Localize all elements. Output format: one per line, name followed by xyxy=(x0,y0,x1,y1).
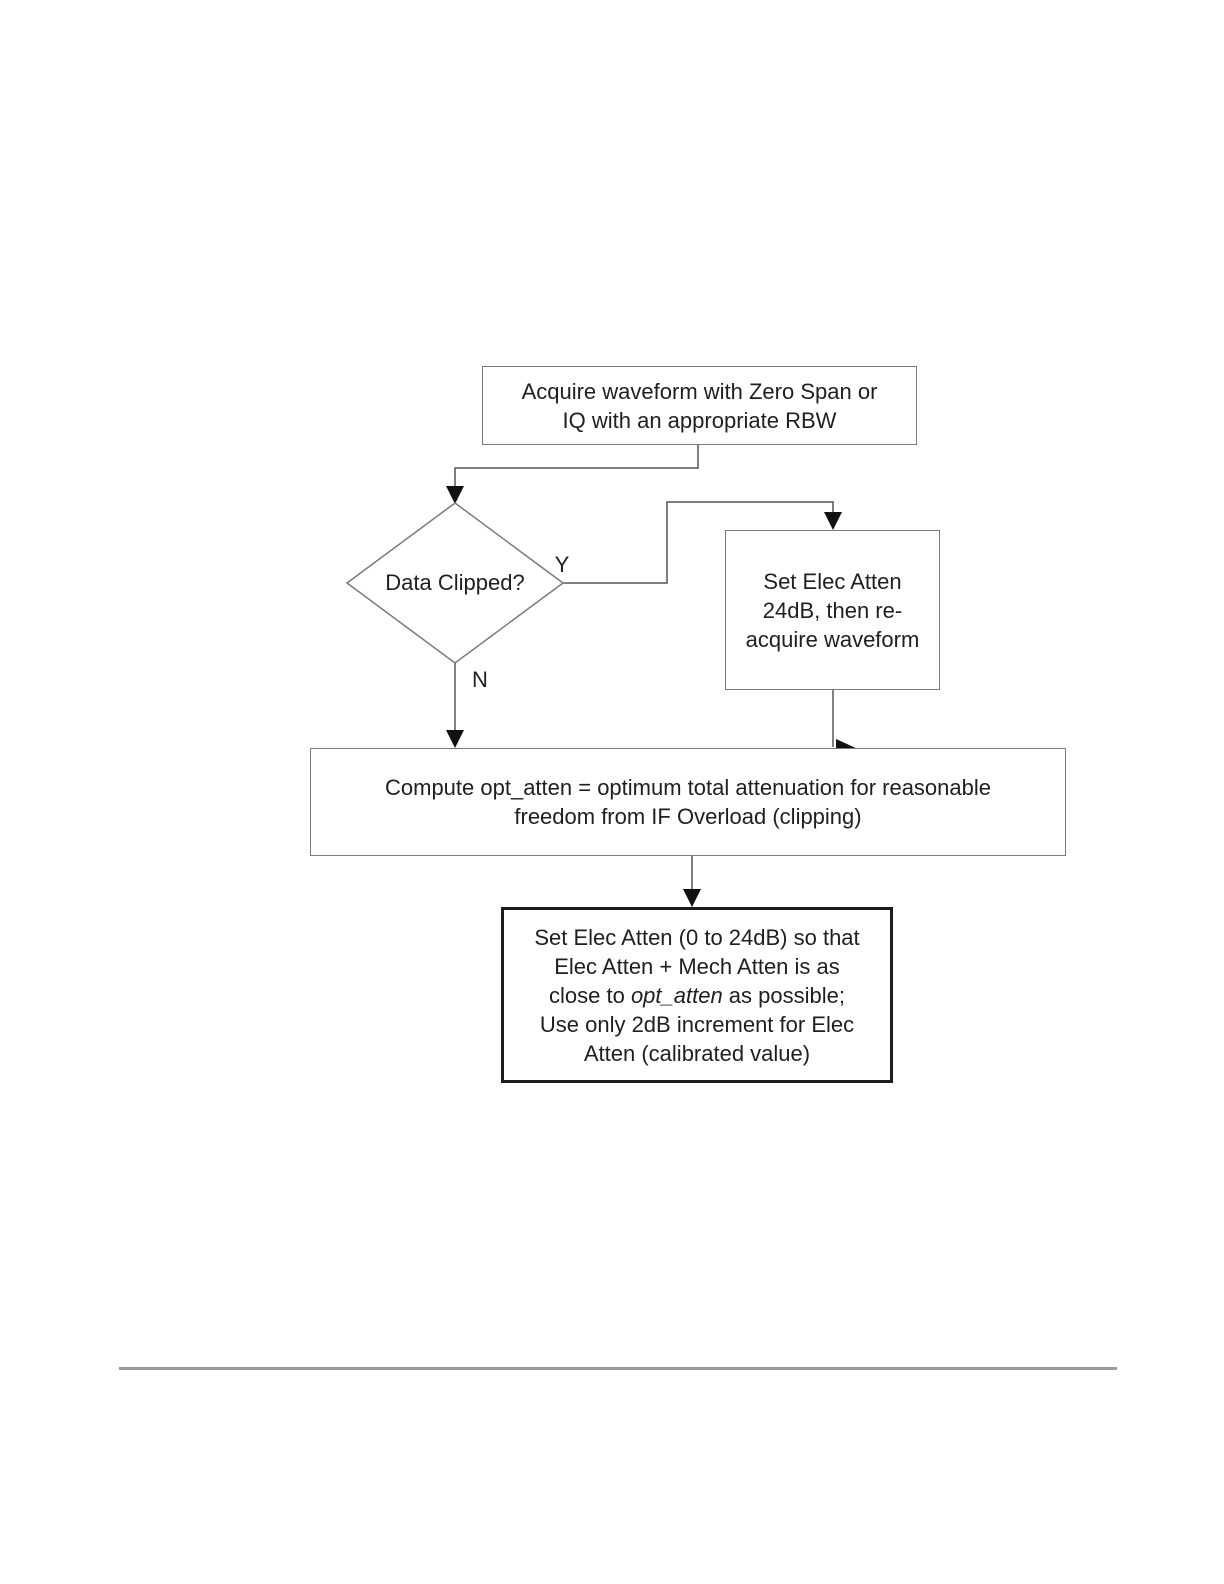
arrowhead-into-final xyxy=(683,889,701,907)
start-box-label: Acquire waveform with Zero Span or IQ wi… xyxy=(521,378,878,433)
set-elec-atten-final-box: Set Elec Atten (0 to 24dB) so that Elec … xyxy=(501,907,893,1083)
arrowhead-into-clipfix xyxy=(824,512,842,530)
set-elec-atten-24db-box: Set Elec Atten 24dB, then re- acquire wa… xyxy=(725,530,940,690)
final-box-line-2: Elec Atten + Mech Atten is as xyxy=(554,953,840,979)
final-box-line-3-opt-atten: opt_atten xyxy=(630,982,723,1008)
final-box-line-1: Set Elec Atten (0 to 24dB) so that xyxy=(534,924,860,950)
final-box-line-3-pre: close to xyxy=(549,982,631,1008)
final-box-line-3: close to opt_atten as possible; xyxy=(549,981,845,1010)
decision-diamond-shape xyxy=(345,502,565,664)
arrowhead-into-decision xyxy=(446,486,464,504)
final-box-line-3-post: as possible; xyxy=(722,982,845,1008)
no-branch-label: N xyxy=(472,667,488,692)
connector-start-to-decision xyxy=(454,445,699,487)
decision-diamond-label: Data Clipped? xyxy=(385,570,525,595)
start-box: Acquire waveform with Zero Span or IQ wi… xyxy=(482,366,917,445)
compute-opt-atten-box: Compute opt_atten = optimum total attenu… xyxy=(310,748,1066,856)
final-box-line-5: Atten (calibrated value) xyxy=(583,1040,811,1066)
connector-yes-branch xyxy=(563,501,834,584)
arrowhead-no-into-compute xyxy=(446,730,464,748)
yes-branch-label: Y xyxy=(554,552,570,577)
final-box-line-4: Use only 2dB increment for Elec xyxy=(539,1011,855,1037)
compute-opt-atten-label: Compute opt_atten = optimum total attenu… xyxy=(385,775,991,829)
footer-rule xyxy=(119,1367,1117,1370)
set-elec-atten-24db-label: Set Elec Atten 24dB, then re- acquire wa… xyxy=(745,568,920,652)
